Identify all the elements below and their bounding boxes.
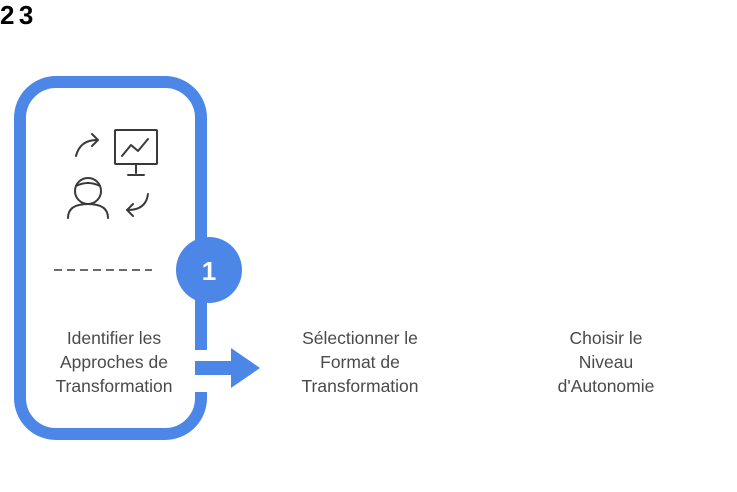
step-2-number: 2 [0, 0, 15, 30]
people-chart-arrows-icon [67, 129, 158, 219]
step-3-arrow: 3 [19, 0, 33, 30]
step-2-badge: 2 [0, 0, 19, 30]
step-1-badge [176, 237, 242, 303]
step-3-label-line-1: Choisir le [569, 328, 643, 348]
step-2-label: Sélectionner le Format de Transformation [270, 326, 450, 398]
step-3-divider: 3 [19, 0, 33, 30]
step-3-number: 3 [18, 0, 34, 30]
step-3-frame: 3 [19, 0, 33, 30]
step-3: 3 [19, 0, 33, 30]
step-1-frame [14, 76, 207, 440]
step-2-frame: 2 [0, 0, 19, 30]
step-1-label-line-3: Transformation [55, 376, 173, 396]
step-1-label-line-1: Identifier les [66, 328, 162, 348]
step-3-label: Choisir le Niveau d'Autonomie [516, 326, 696, 398]
step-2-label-line-3: Transformation [301, 376, 419, 396]
step-1-label-line-2: Approches de [60, 352, 168, 372]
step-2-arrow: 2 [0, 0, 19, 30]
step-3-label-line-2: Niveau [578, 352, 634, 372]
step-2-label-line-2: Format de [320, 352, 400, 372]
step-3-label-line-3: d'Autonomie [557, 376, 655, 396]
step-1-label: Identifier les Approches de Transformati… [24, 326, 204, 398]
step-2-divider: 2 [0, 0, 19, 30]
step-2-label-line-1: Sélectionner le [302, 328, 418, 348]
step-1-number: 1 [202, 256, 216, 286]
step-1: 1 [14, 76, 260, 440]
step-1-arrow [195, 348, 260, 388]
step-2: 2 [0, 0, 19, 30]
step-3-badge: 3 [19, 0, 33, 30]
